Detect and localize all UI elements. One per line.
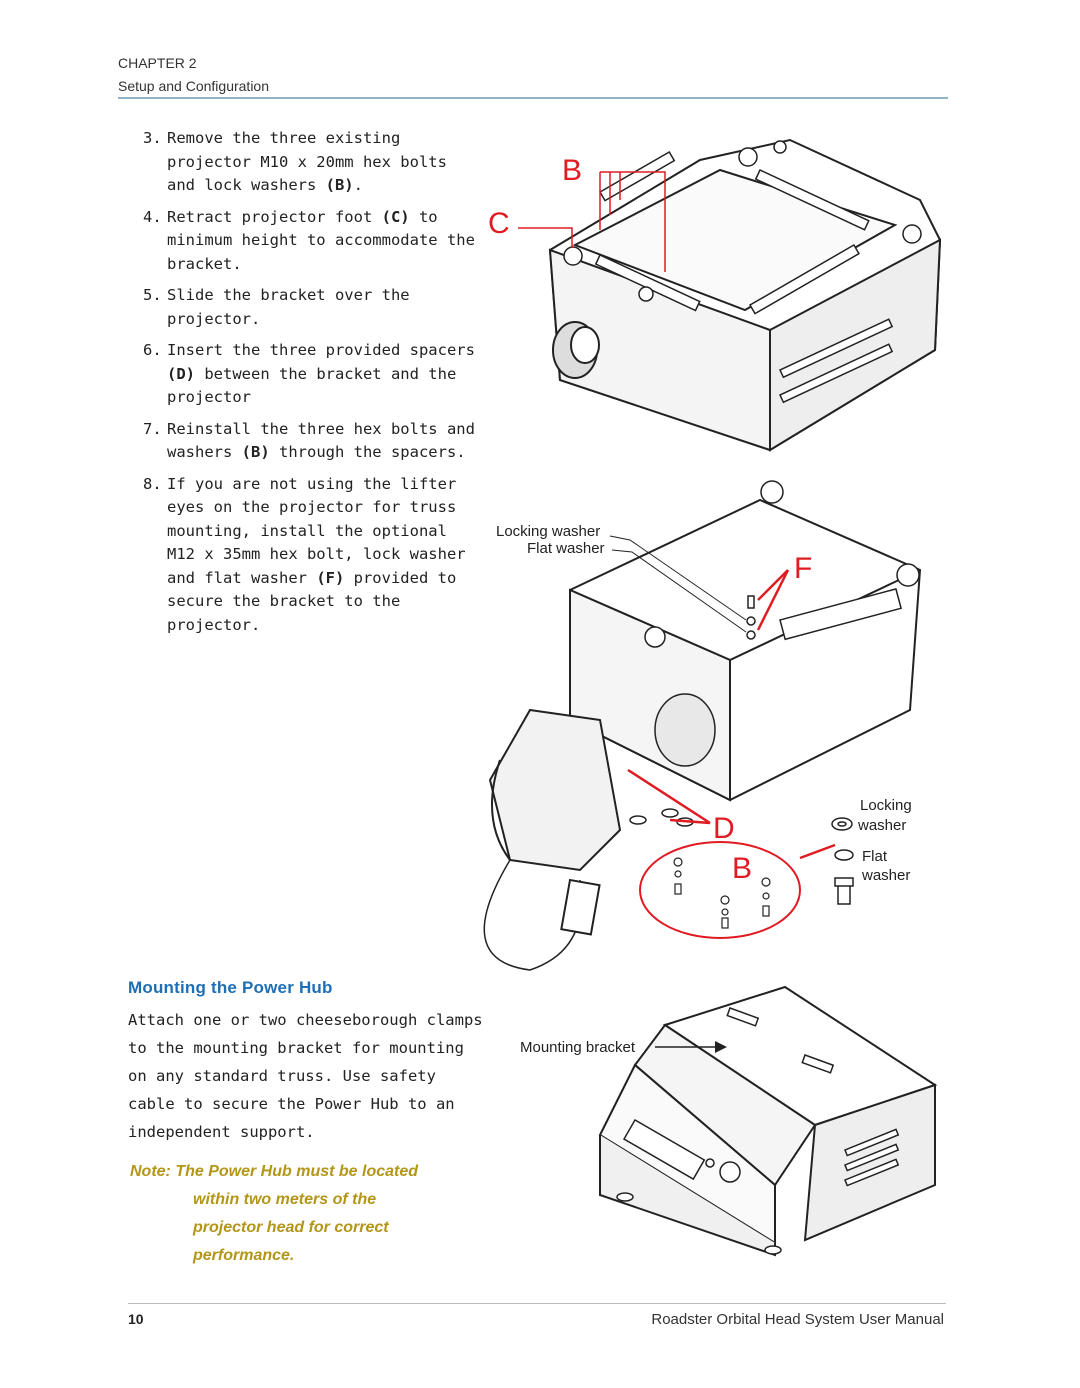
callout-b-bottom: B bbox=[732, 852, 752, 885]
step-4: 4. Retract projector foot (C) to minimum … bbox=[138, 206, 483, 277]
note-line4: performance. bbox=[193, 1247, 295, 1264]
label-locking-washer: Locking washer bbox=[496, 523, 600, 540]
callout-b-top: B bbox=[562, 154, 582, 187]
step-text-end: provided to secure the bracket to the pr… bbox=[167, 568, 457, 634]
label-mounting-bracket: Mounting bracket bbox=[520, 1039, 636, 1056]
step-text-end: between the bracket and the projector bbox=[167, 364, 457, 407]
chapter-header: CHAPTER 2 Setup and Configuration bbox=[118, 55, 269, 101]
step-8: 8. If you are not using the lifter eyes o… bbox=[138, 473, 483, 638]
note-line1: Note: The Power Hub must be located bbox=[130, 1163, 419, 1180]
note-block: Note: The Power Hub must be located with… bbox=[130, 1158, 490, 1270]
step-6: 6.Insert the three provided spacers (D) … bbox=[138, 339, 483, 410]
section-title: Mounting the Power Hub bbox=[128, 978, 333, 997]
step-code: (C) bbox=[381, 207, 410, 226]
step-number: 3. bbox=[143, 129, 162, 147]
projector-figure-top: B C bbox=[488, 138, 942, 452]
step-number: 6. bbox=[143, 341, 162, 359]
step-code: (D) bbox=[167, 364, 195, 383]
step-code: (F) bbox=[316, 568, 345, 587]
manual-title: Roadster Orbital Head System User Manual bbox=[651, 1311, 944, 1328]
step-text-end: . bbox=[353, 176, 363, 194]
step-text: Insert the three provided spacers bbox=[167, 341, 475, 359]
step-5: 5. Slide the bracket over the projector. bbox=[138, 284, 483, 331]
callout-f: F bbox=[794, 552, 812, 585]
step-text-end: through the spacers. bbox=[269, 443, 466, 461]
step-text: If you are not using the lifter eyes on … bbox=[167, 474, 466, 587]
note-line3: projector head for correct bbox=[193, 1219, 389, 1236]
step-text: Remove the three existing projector M10 … bbox=[167, 129, 447, 194]
power-hub-figure: Mounting bracket bbox=[520, 985, 938, 1257]
legend-locking-line1: Locking bbox=[860, 797, 912, 814]
step-number: 4. bbox=[143, 207, 162, 226]
step-text: Retract projector foot bbox=[167, 207, 382, 226]
legend-flat-line2: washer bbox=[861, 867, 910, 884]
callout-d: D bbox=[713, 812, 735, 845]
step-7: 7. Reinstall the three hex bolts and wash… bbox=[138, 418, 483, 465]
step-code: (B) bbox=[325, 176, 354, 194]
header-rule bbox=[118, 97, 948, 99]
chapter-section: Setup and Configuration bbox=[118, 78, 269, 94]
label-flat-washer: Flat washer bbox=[527, 540, 605, 557]
footer-rule bbox=[128, 1303, 946, 1304]
projector-bracket-figure: Locking washer Flat washer F D B Locking… bbox=[483, 480, 922, 971]
legend-locking-line2: washer bbox=[857, 817, 906, 834]
chapter-label: CHAPTER 2 bbox=[118, 55, 197, 71]
step-text-end: to minimum height to accommodate the bra… bbox=[167, 207, 475, 273]
note-line2: within two meters of the bbox=[193, 1191, 377, 1208]
step-text: Slide the bracket over the projector. bbox=[167, 286, 410, 328]
step-3: 3. Remove the three existing projector M1… bbox=[138, 127, 483, 198]
step-number: 7. bbox=[143, 419, 162, 438]
legend-flat-line1: Flat bbox=[862, 848, 888, 865]
section-body: Attach one or two cheeseborough clamps t… bbox=[128, 1011, 483, 1141]
step-code: (B) bbox=[241, 443, 270, 461]
step-number: 8. bbox=[143, 474, 162, 493]
instruction-steps: 3. Remove the three existing projector M1… bbox=[138, 127, 483, 645]
step-text: Reinstall the three hex bolts and washer… bbox=[167, 419, 475, 462]
page-number: 10 bbox=[128, 1311, 144, 1327]
step-number: 5. bbox=[143, 286, 162, 304]
callout-c: C bbox=[488, 207, 510, 240]
